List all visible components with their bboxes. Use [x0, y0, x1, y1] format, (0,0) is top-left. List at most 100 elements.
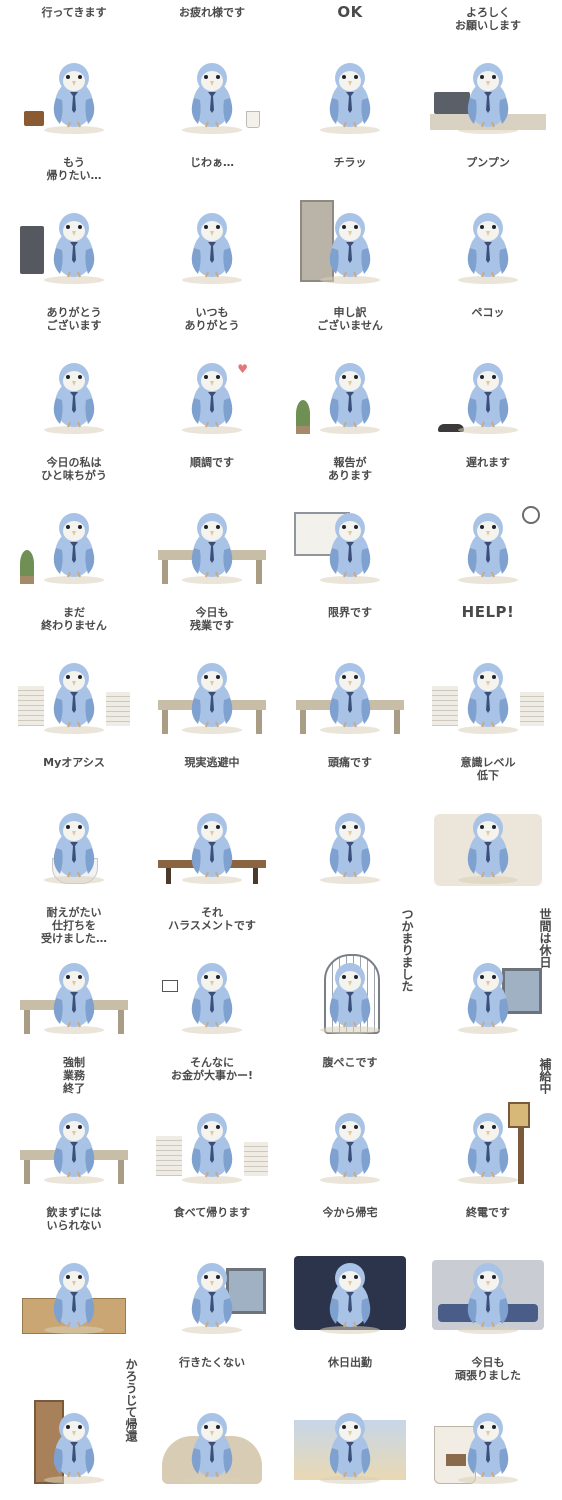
ground-shadow — [44, 1326, 104, 1334]
sticker-2[interactable]: お疲れ様です — [142, 0, 282, 150]
sticker-40[interactable]: 今日も 頑張りました — [418, 1350, 558, 1500]
ground-shadow — [44, 876, 104, 884]
sticker-scene — [14, 190, 134, 286]
ground-shadow — [182, 276, 242, 284]
papers-prop — [244, 1142, 268, 1176]
sticker-16[interactable]: 遅れます — [418, 450, 558, 600]
sticker-15[interactable]: 報告が あります — [280, 450, 420, 600]
budgie-illustration — [191, 1413, 233, 1478]
papers-prop — [106, 692, 130, 726]
sticker-caption: ペコッ — [471, 306, 505, 319]
sticker-12[interactable]: ペコッ — [418, 300, 558, 450]
sticker-scene — [14, 640, 134, 736]
sticker-8[interactable]: プンプン — [418, 150, 558, 300]
sticker-26[interactable]: それ ハラスメントです — [142, 900, 282, 1050]
sticker-31[interactable]: 腹ぺこです — [280, 1050, 420, 1200]
sticker-caption: 今日も 残業です — [190, 606, 234, 632]
desk-prop — [394, 710, 400, 734]
budgie-illustration — [191, 213, 233, 278]
sticker-24[interactable]: 意識レベル 低下 — [418, 750, 558, 900]
sticker-caption: 限界です — [328, 606, 372, 619]
sticker-caption: 意識レベル 低下 — [460, 756, 516, 782]
sticker-caption: 今から帰宅 — [322, 1206, 378, 1219]
sticker-35[interactable]: 今から帰宅 — [280, 1200, 420, 1350]
lantern-prop — [518, 1124, 524, 1184]
budgie-illustration — [329, 1263, 371, 1328]
sticker-34[interactable]: 食べて帰ります — [142, 1200, 282, 1350]
ground-shadow — [458, 1026, 518, 1034]
plant-prop — [296, 400, 310, 428]
sticker-caption: 世間は休日 — [538, 908, 552, 968]
sticker-scene — [14, 940, 134, 1036]
sticker-37[interactable]: かろうじて帰還 — [4, 1350, 144, 1500]
window-prop — [226, 1268, 266, 1314]
sticker-scene — [290, 1240, 410, 1336]
budgie-illustration — [53, 1113, 95, 1178]
papers-prop — [520, 692, 544, 726]
desk-prop — [24, 1010, 30, 1034]
sticker-caption: もう 帰りたい… — [46, 156, 102, 182]
sticker-scene — [14, 490, 134, 586]
ground-shadow — [182, 576, 242, 584]
laptop-prop — [434, 92, 470, 114]
desk-prop — [300, 710, 306, 734]
sticker-21[interactable]: Myオアシス — [4, 750, 144, 900]
sticker-3[interactable]: OK — [280, 0, 420, 150]
sticker-14[interactable]: 順調です — [142, 450, 282, 600]
sticker-1[interactable]: 行ってきます — [4, 0, 144, 150]
sticker-28[interactable]: 世間は休日 — [418, 900, 558, 1050]
sticker-23[interactable]: 頭痛です — [280, 750, 420, 900]
sticker-9[interactable]: ありがとう ございます — [4, 300, 144, 450]
ground-shadow — [44, 576, 104, 584]
budgie-illustration — [53, 513, 95, 578]
papers-prop — [18, 686, 44, 726]
papers-prop — [432, 686, 458, 726]
sticker-13[interactable]: 今日の私は ひと味ちがう — [4, 450, 144, 600]
sticker-22[interactable]: 現実逃避中 — [142, 750, 282, 900]
sticker-caption: よろしく お願いします — [455, 6, 521, 32]
sticker-scene — [428, 40, 548, 136]
sticker-caption: 腹ぺこです — [322, 1056, 378, 1069]
sticker-39[interactable]: 休日出勤 — [280, 1350, 420, 1500]
sticker-29[interactable]: 強制 業務 終了 — [4, 1050, 144, 1200]
sticker-5[interactable]: もう 帰りたい… — [4, 150, 144, 300]
budgie-illustration — [329, 663, 371, 728]
budgie-illustration — [467, 1263, 509, 1328]
budgie-illustration — [191, 513, 233, 578]
sticker-10[interactable]: ♥ いつも ありがとう — [142, 300, 282, 450]
budgie-illustration — [467, 813, 509, 878]
lantern-prop — [508, 1102, 530, 1128]
sticker-30[interactable]: そんなに お金が大事かー! — [142, 1050, 282, 1200]
sticker-20[interactable]: HELP! — [418, 600, 558, 750]
sticker-18[interactable]: 今日も 残業です — [142, 600, 282, 750]
budgie-illustration — [53, 963, 95, 1028]
sticker-caption: 耐えがたい 仕打ちを 受けました… — [41, 906, 107, 945]
sticker-19[interactable]: 限界です — [280, 600, 420, 750]
sticker-38[interactable]: 行きたくない — [142, 1350, 282, 1500]
sticker-32[interactable]: 補給中 — [418, 1050, 558, 1200]
ground-shadow — [320, 1176, 380, 1184]
budgie-illustration — [467, 1413, 509, 1478]
ground-shadow — [320, 726, 380, 734]
sticker-scene — [14, 40, 134, 136]
sticker-caption: 強制 業務 終了 — [63, 1056, 85, 1095]
ground-shadow — [182, 1476, 242, 1484]
sticker-7[interactable]: チラッ — [280, 150, 420, 300]
sticker-caption: チラッ — [333, 156, 367, 169]
ground-shadow — [320, 426, 380, 434]
sticker-scene — [428, 190, 548, 286]
sticker-33[interactable]: 飲まずには いられない — [4, 1200, 144, 1350]
sticker-6[interactable]: じわぁ… — [142, 150, 282, 300]
plant-prop — [20, 550, 34, 578]
sticker-25[interactable]: 耐えがたい 仕打ちを 受けました… — [4, 900, 144, 1050]
sticker-27[interactable]: つかまりました — [280, 900, 420, 1050]
ground-shadow — [182, 1326, 242, 1334]
sticker-11[interactable]: 申し訳 ございません — [280, 300, 420, 450]
sticker-17[interactable]: まだ 終わりません — [4, 600, 144, 750]
sticker-caption: 遅れます — [466, 456, 510, 469]
budgie-illustration — [467, 63, 509, 128]
sticker-4[interactable]: よろしく お願いします — [418, 0, 558, 150]
sticker-36[interactable]: 終電です — [418, 1200, 558, 1350]
desk-prop — [24, 1160, 30, 1184]
budgie-illustration — [53, 63, 95, 128]
